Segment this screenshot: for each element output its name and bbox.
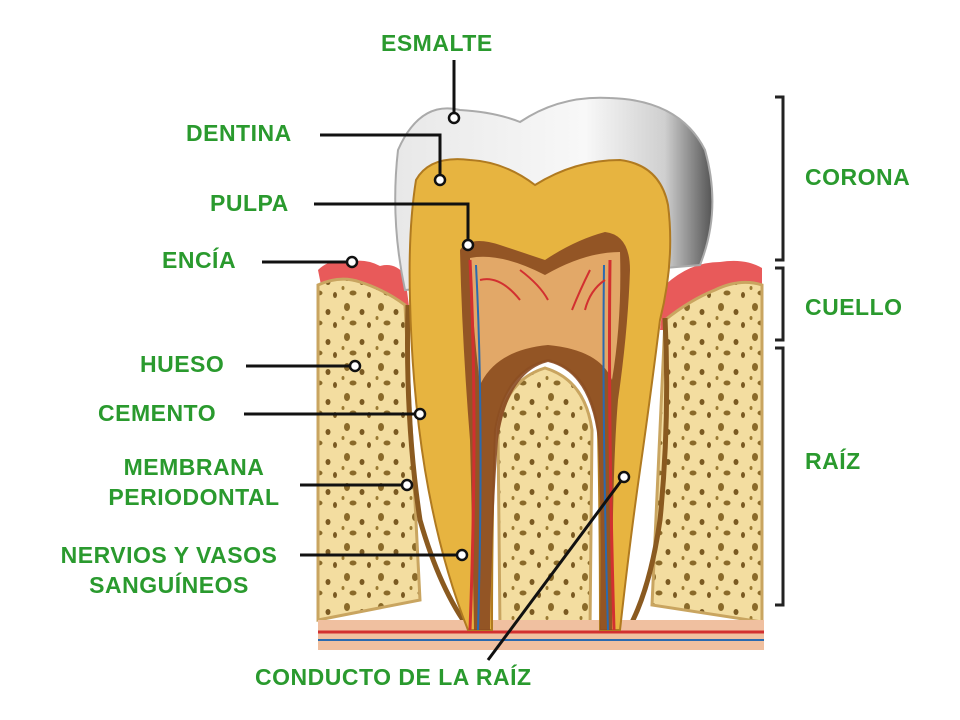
nerve-left [468, 259, 476, 631]
nerve-right [608, 259, 616, 631]
periodontal-outline [405, 304, 670, 632]
label-esmalte: ESMALTE [381, 30, 493, 56]
region-brackets [775, 95, 785, 607]
label-nervios: NERVIOS Y VASOS SANGUÍNEOS [40, 540, 298, 600]
label-cemento: CEMENTO [98, 400, 217, 426]
label-membrana: MEMBRANA PERIODONTAL [94, 452, 294, 512]
bone-right [650, 280, 764, 624]
label-hueso: HUESO [140, 351, 225, 377]
label-pulpa: PULPA [210, 190, 289, 216]
bracket-raiz [775, 346, 785, 607]
label-nervios-line2: SANGUÍNEOS [89, 572, 249, 598]
label-membrana-line2: PERIODONTAL [108, 484, 280, 510]
bone-left [316, 277, 422, 622]
bone-between-roots [496, 366, 594, 632]
label-encia: ENCÍA [162, 247, 237, 273]
gum-base [318, 620, 764, 650]
label-corona: CORONA [805, 164, 911, 190]
bracket-corona [775, 95, 785, 262]
label-conducto: CONDUCTO DE LA RAÍZ [255, 664, 532, 690]
label-membrana-line1: MEMBRANA [123, 454, 265, 480]
bracket-cuello [775, 266, 785, 342]
label-cuello: CUELLO [805, 294, 903, 320]
leader-lines [244, 60, 626, 661]
label-nervios-line1: NERVIOS Y VASOS [60, 542, 278, 568]
leader-dots [345, 111, 631, 562]
label-dentina: DENTINA [186, 120, 292, 146]
label-raiz: RAÍZ [805, 448, 861, 474]
